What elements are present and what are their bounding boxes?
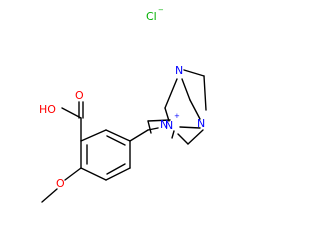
methylene-linker	[129, 127, 159, 142]
cage-bond	[164, 78, 178, 109]
quaternary-nitrogen-charge: +	[174, 112, 180, 120]
cage-bond	[164, 107, 170, 122]
cage-bond	[147, 120, 152, 134]
hexamine-cage: N N N N +	[147, 64, 207, 145]
cage-nitrogen-right: N	[197, 117, 205, 130]
cage-bond	[187, 129, 204, 145]
cage-bond	[189, 99, 201, 120]
cage-nitrogen-left: N	[160, 118, 168, 131]
cage-nitrogen-top: N	[175, 64, 183, 77]
hydroxyl-label: HO	[39, 103, 56, 116]
ring-bond	[105, 129, 131, 142]
chloride-ion: Cl −	[146, 6, 164, 23]
methoxy-oxygen-label: O	[56, 177, 65, 190]
cage-bond	[183, 69, 205, 77]
chloride-charge: −	[158, 6, 164, 14]
benzyl-bond	[129, 129, 149, 142]
molecule-diagram: Cl − O HO O	[39, 6, 207, 203]
carbonyl-oxygen-label: O	[75, 89, 84, 102]
chloride-symbol: Cl	[146, 10, 157, 23]
carboxylic-acid-group: O HO	[39, 89, 84, 142]
cage-bond	[203, 75, 207, 111]
cage-bond	[171, 130, 175, 139]
methyl-bond	[41, 188, 58, 203]
cage-bond	[177, 133, 189, 145]
ring-bond	[80, 129, 107, 142]
cage-bond	[147, 119, 171, 122]
cage-bond	[179, 126, 201, 129]
methoxy-group: O	[41, 167, 82, 203]
ring-double-bond	[106, 135, 126, 146]
hydroxyl-bond	[61, 107, 82, 119]
ring-double-bond	[106, 163, 126, 175]
methoxy-bond	[64, 167, 82, 181]
benzene-ring	[80, 129, 131, 181]
quaternary-nitrogen-label: N	[165, 119, 173, 132]
structure-canvas: Cl − O HO O	[39, 6, 207, 203]
cage-bond	[181, 78, 191, 101]
ring-bond	[80, 167, 107, 181]
ring-bond	[105, 167, 131, 181]
